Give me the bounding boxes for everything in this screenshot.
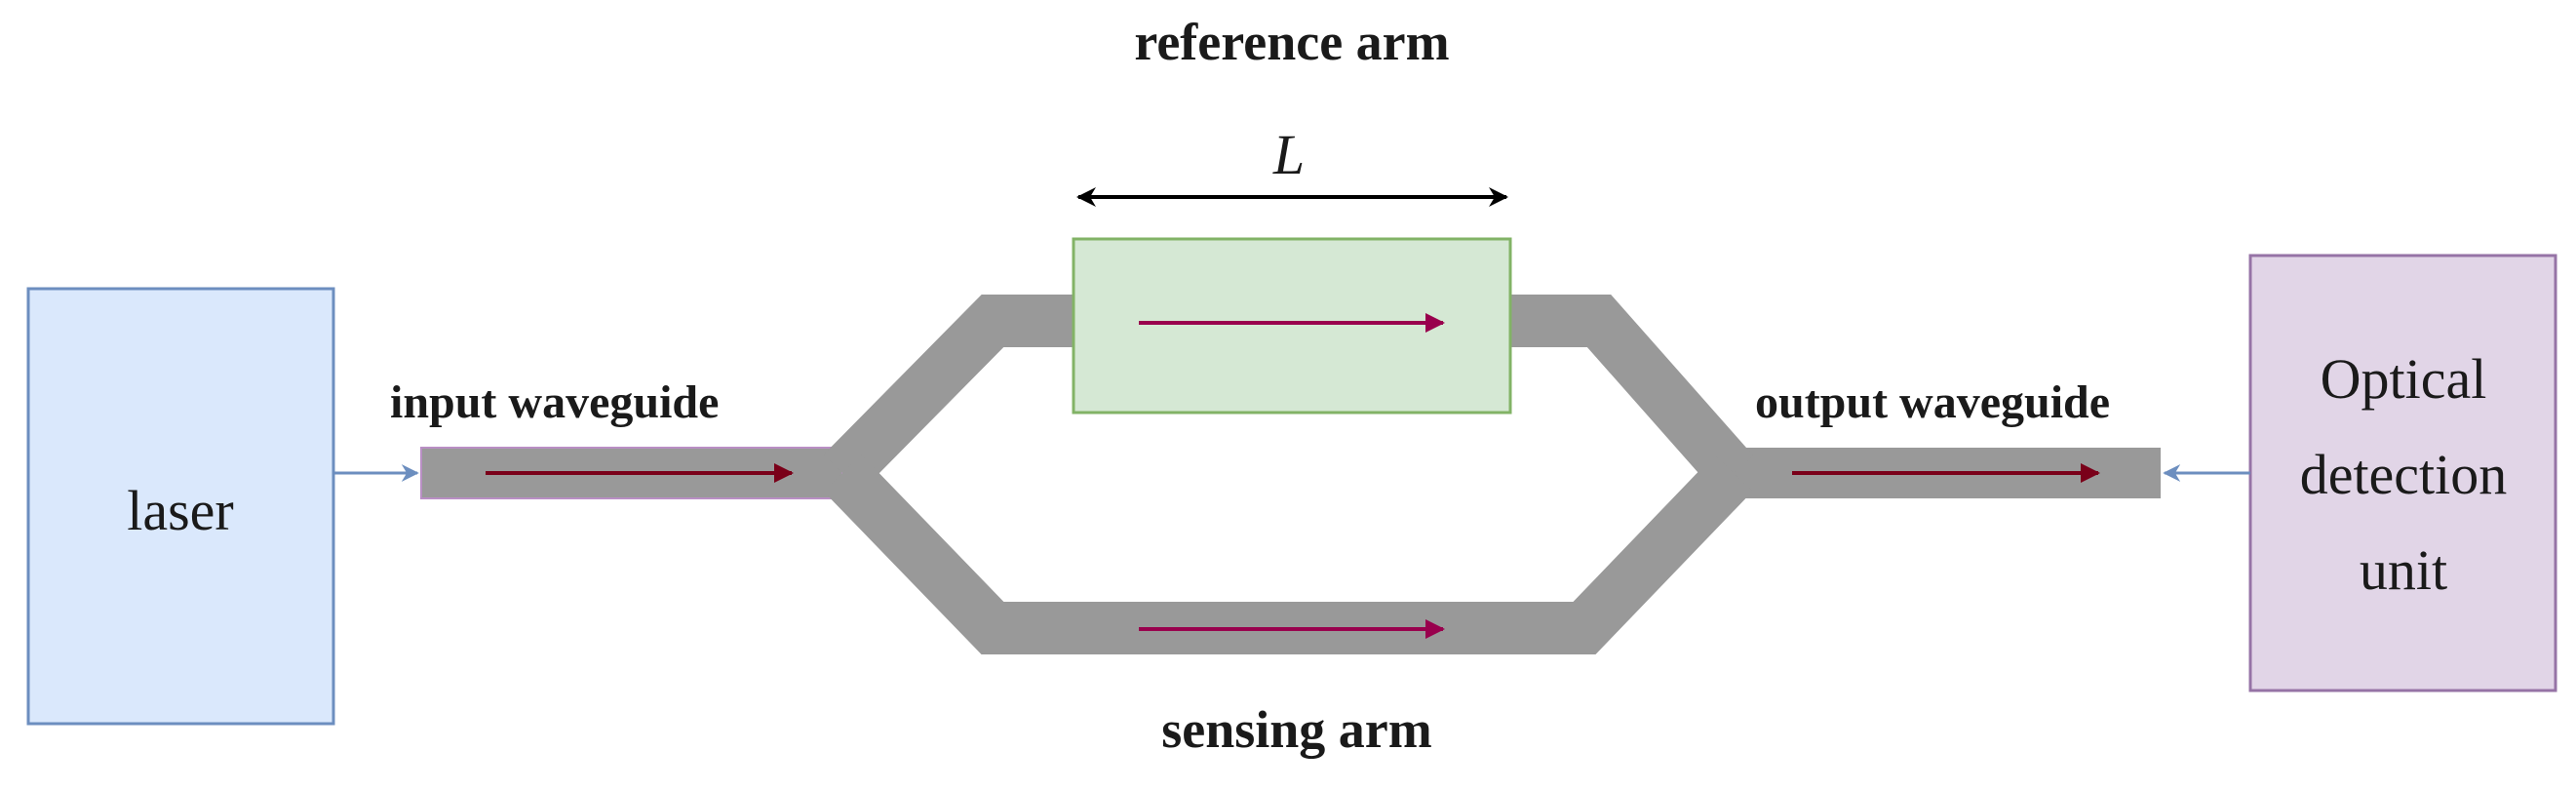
laser-label: laser: [127, 479, 234, 542]
length-label: L: [1272, 123, 1305, 186]
detection-unit-box: [2248, 254, 2557, 692]
detector-label-line1: Optical: [2321, 347, 2487, 411]
reference-arm-label: reference arm: [1134, 13, 1449, 71]
detector-label-line2: detection: [2300, 443, 2508, 506]
sensing-arm-label: sensing arm: [1161, 700, 1432, 759]
upper-arm-waveguide: [823, 295, 1754, 492]
laser-box: [26, 287, 335, 726]
detector-label-line3: unit: [2360, 538, 2447, 602]
output-waveguide-label: output waveguide: [1755, 376, 2110, 428]
input-waveguide-label: input waveguide: [390, 376, 719, 428]
reference-arm-box: [1072, 237, 1512, 415]
sensing-arm-waveguide: [823, 454, 1753, 654]
